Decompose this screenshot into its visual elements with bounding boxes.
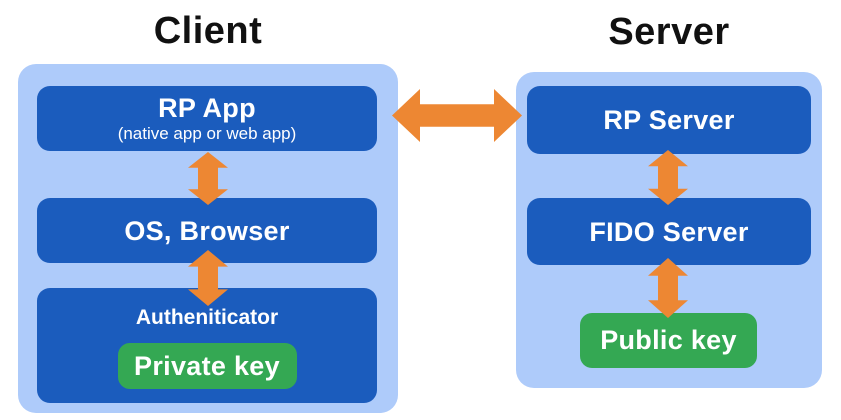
client-container: RP App (native app or web app) OS, Brows… xyxy=(18,64,398,413)
os-browser-label: OS, Browser xyxy=(124,215,290,246)
double-arrow-icon xyxy=(648,150,688,205)
rp-server-box: RP Server xyxy=(527,86,811,154)
rp-app-label: RP App xyxy=(158,93,256,123)
authenticator-box: Autheniticator Private key xyxy=(37,288,377,403)
rp-app-box: RP App (native app or web app) xyxy=(37,86,377,151)
client-server-double-arrow-icon xyxy=(392,89,522,142)
fido-server-label: FIDO Server xyxy=(589,216,749,247)
double-arrow-icon xyxy=(648,258,688,318)
private-key-box: Private key xyxy=(117,343,297,389)
server-section-title: Server xyxy=(608,11,730,53)
double-arrow-icon xyxy=(188,152,228,205)
rp-server-label: RP Server xyxy=(603,105,735,135)
fido-server-box: FIDO Server xyxy=(527,198,811,265)
authenticator-label: Autheniticator xyxy=(135,306,279,329)
double-arrow-icon xyxy=(188,250,228,306)
rp-app-sublabel: (native app or web app) xyxy=(117,124,297,143)
client-section-title: Client xyxy=(153,10,263,52)
public-key-box: Public key xyxy=(580,313,757,368)
server-container: RP Server FIDO Server Public key xyxy=(516,72,822,388)
